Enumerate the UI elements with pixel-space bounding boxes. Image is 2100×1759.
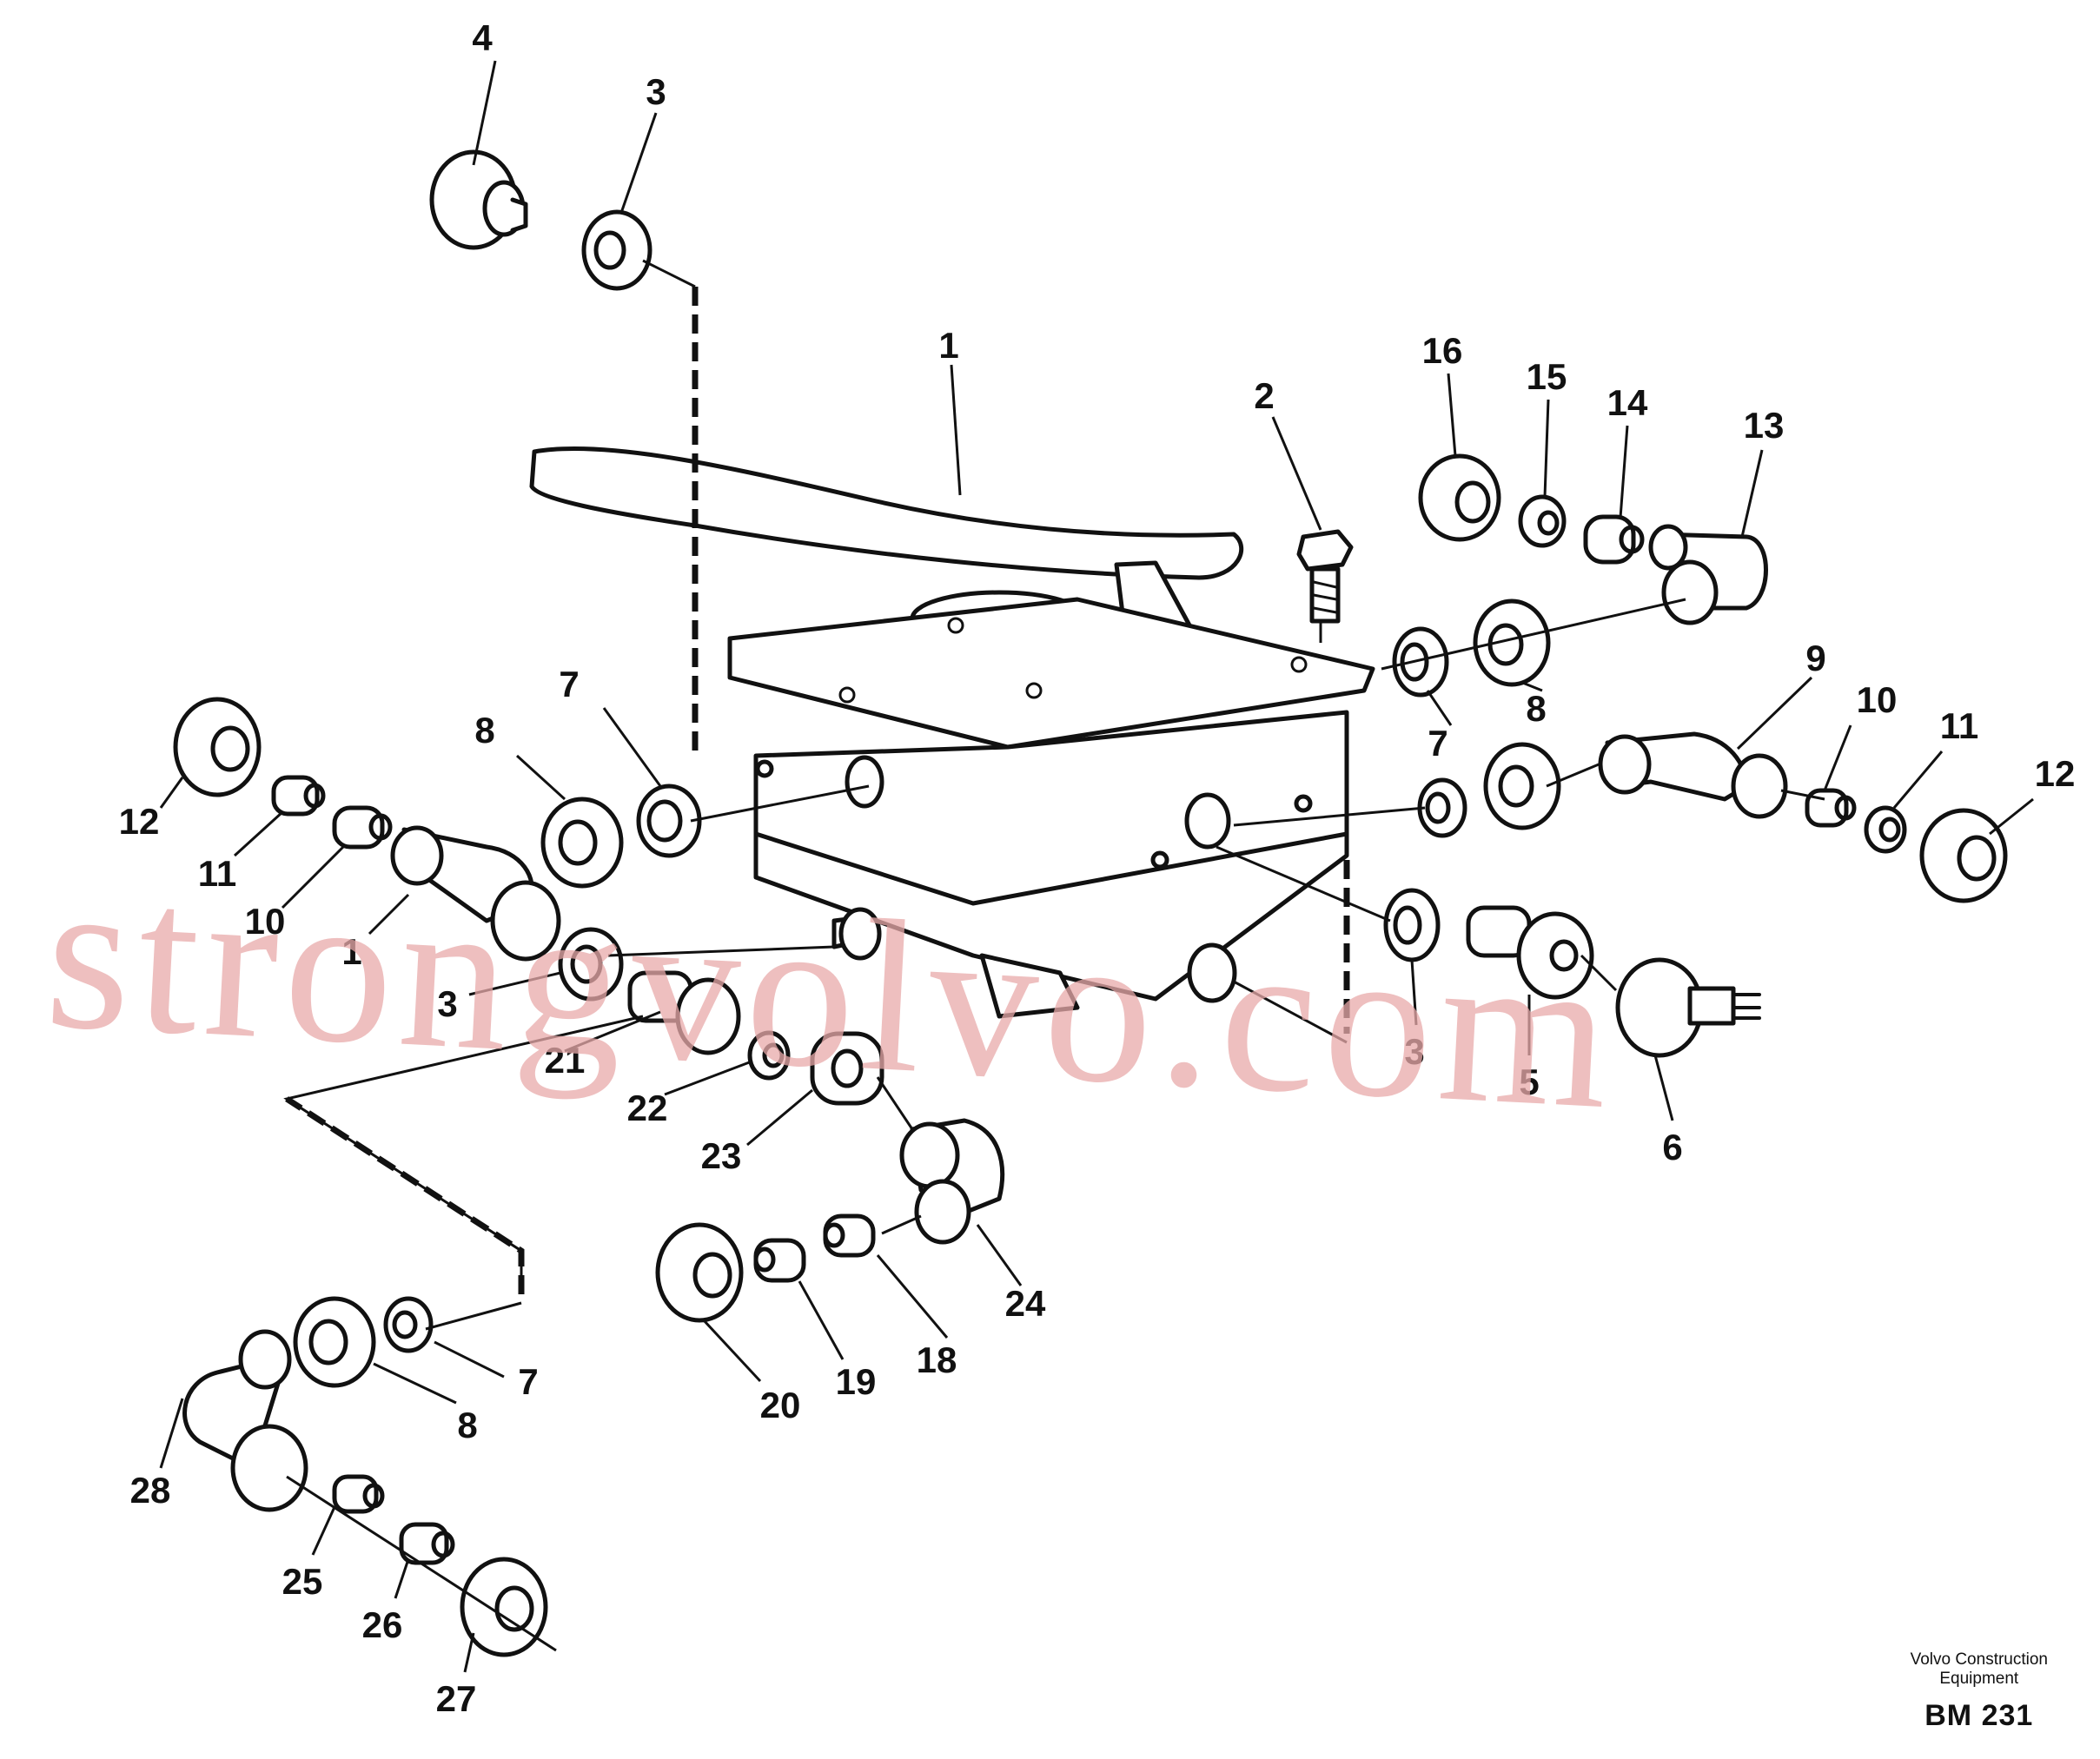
callout-6: 6 bbox=[1662, 1127, 1682, 1167]
bolt-part-2 bbox=[1296, 529, 1354, 624]
washer-part-7-lower bbox=[383, 1296, 434, 1353]
callout-5: 5 bbox=[1519, 1061, 1539, 1102]
callout-9: 9 bbox=[1805, 638, 1825, 678]
leader-lines bbox=[159, 60, 2034, 1673]
sleeve-part-10-left bbox=[332, 805, 393, 850]
callout-28: 28 bbox=[130, 1470, 171, 1511]
callout-8-upper: 8 bbox=[1526, 688, 1546, 729]
callout-27: 27 bbox=[436, 1678, 477, 1719]
drawing-footer: Volvo Construction Equipment BM 231 bbox=[1911, 1650, 2048, 1733]
nut-part-23 bbox=[810, 1031, 884, 1106]
nut-part-20 bbox=[655, 1222, 744, 1323]
elbow-part-9 bbox=[1598, 731, 1788, 819]
callout-23: 23 bbox=[701, 1135, 742, 1176]
callout-10-left: 10 bbox=[245, 901, 286, 942]
ferrule-part-25 bbox=[332, 1474, 385, 1514]
callout-7-lower: 7 bbox=[518, 1361, 538, 1402]
callout-19: 19 bbox=[836, 1361, 877, 1402]
ferrule-part-11-right bbox=[1864, 805, 1907, 854]
callout-12-left: 12 bbox=[119, 801, 160, 842]
nut-part-16 bbox=[1418, 453, 1501, 542]
callout-14: 14 bbox=[1607, 382, 1648, 423]
callout-12-right: 12 bbox=[2035, 753, 2076, 794]
callout-3-right: 3 bbox=[1404, 1031, 1424, 1072]
callout-4: 4 bbox=[472, 17, 493, 58]
nut-part-8-mid bbox=[1483, 742, 1561, 830]
elbow-part-24 bbox=[899, 1118, 1005, 1245]
fitting-part-21 bbox=[627, 970, 741, 1055]
callout-1-left: 1 bbox=[341, 931, 361, 972]
callout-2: 2 bbox=[1254, 375, 1274, 416]
callout-labels: 4 3 1 2 16 15 14 13 7 8 9 10 11 12 12 11… bbox=[119, 17, 2076, 1719]
callout-10-right: 10 bbox=[1857, 679, 1898, 720]
connector-part-6 bbox=[1615, 957, 1761, 1058]
washer-part-7-mid bbox=[1417, 777, 1467, 838]
plug-part-4 bbox=[429, 149, 528, 250]
ferrule-part-11-left bbox=[271, 775, 326, 817]
callout-7-left: 7 bbox=[559, 664, 579, 704]
callout-13: 13 bbox=[1744, 405, 1785, 446]
callout-20: 20 bbox=[760, 1385, 801, 1425]
callout-3-left: 3 bbox=[437, 983, 457, 1024]
nut-part-27 bbox=[460, 1557, 548, 1657]
org-name-line1: Volvo Construction bbox=[1910, 1650, 2048, 1669]
sleeve-part-14 bbox=[1583, 514, 1645, 565]
org-name-line2: Equipment bbox=[1939, 1670, 2019, 1688]
callout-26: 26 bbox=[362, 1604, 403, 1645]
nut-part-8-upper bbox=[1473, 598, 1551, 687]
watermark: strongvolvo.com bbox=[41, 832, 1621, 1154]
plate-holes bbox=[838, 617, 1308, 704]
elbow-part-1-left bbox=[390, 825, 561, 962]
ferrule-part-10-right bbox=[1805, 788, 1857, 828]
ferrule-part-22 bbox=[747, 1030, 791, 1081]
callout-22: 22 bbox=[627, 1088, 668, 1128]
callout-1: 1 bbox=[938, 325, 958, 366]
sleeve-part-18 bbox=[823, 1213, 876, 1258]
callout-16: 16 bbox=[1422, 330, 1463, 371]
washer-part-3-left bbox=[558, 927, 624, 1002]
switch-part-5 bbox=[1466, 905, 1594, 1000]
washer-part-7-left bbox=[636, 784, 702, 858]
sleeve-part-26 bbox=[399, 1522, 455, 1565]
nut-part-8-lower bbox=[293, 1296, 376, 1388]
elbow-part-13 bbox=[1648, 524, 1768, 625]
elbow-part-28 bbox=[182, 1329, 308, 1512]
callout-3-top: 3 bbox=[646, 71, 666, 112]
callout-11-right: 11 bbox=[1940, 705, 1978, 746]
callout-24: 24 bbox=[1005, 1283, 1046, 1324]
valve-body bbox=[753, 710, 1349, 1019]
washer-part-3-right bbox=[1383, 888, 1441, 962]
callout-8-left: 8 bbox=[474, 710, 494, 751]
nut-part-12-right bbox=[1919, 808, 2008, 903]
ferrule-part-19 bbox=[753, 1238, 806, 1283]
callout-15: 15 bbox=[1527, 356, 1567, 397]
drawing-code: BM 231 bbox=[1924, 1699, 2034, 1732]
top-plate bbox=[727, 597, 1375, 750]
assembly-lines bbox=[283, 259, 1825, 1652]
callout-25: 25 bbox=[282, 1561, 323, 1602]
callout-8-lower: 8 bbox=[457, 1405, 477, 1445]
ferrule-part-15 bbox=[1518, 494, 1567, 548]
washer-part-3-top bbox=[581, 209, 653, 291]
callout-18: 18 bbox=[917, 1339, 957, 1380]
washer-part-7-upper bbox=[1392, 626, 1449, 698]
callout-11-left: 11 bbox=[198, 853, 236, 894]
nut-part-8-left bbox=[540, 797, 624, 889]
nut-part-12-left bbox=[173, 697, 262, 797]
callout-7-upper: 7 bbox=[1428, 723, 1447, 764]
callout-21: 21 bbox=[545, 1040, 586, 1081]
